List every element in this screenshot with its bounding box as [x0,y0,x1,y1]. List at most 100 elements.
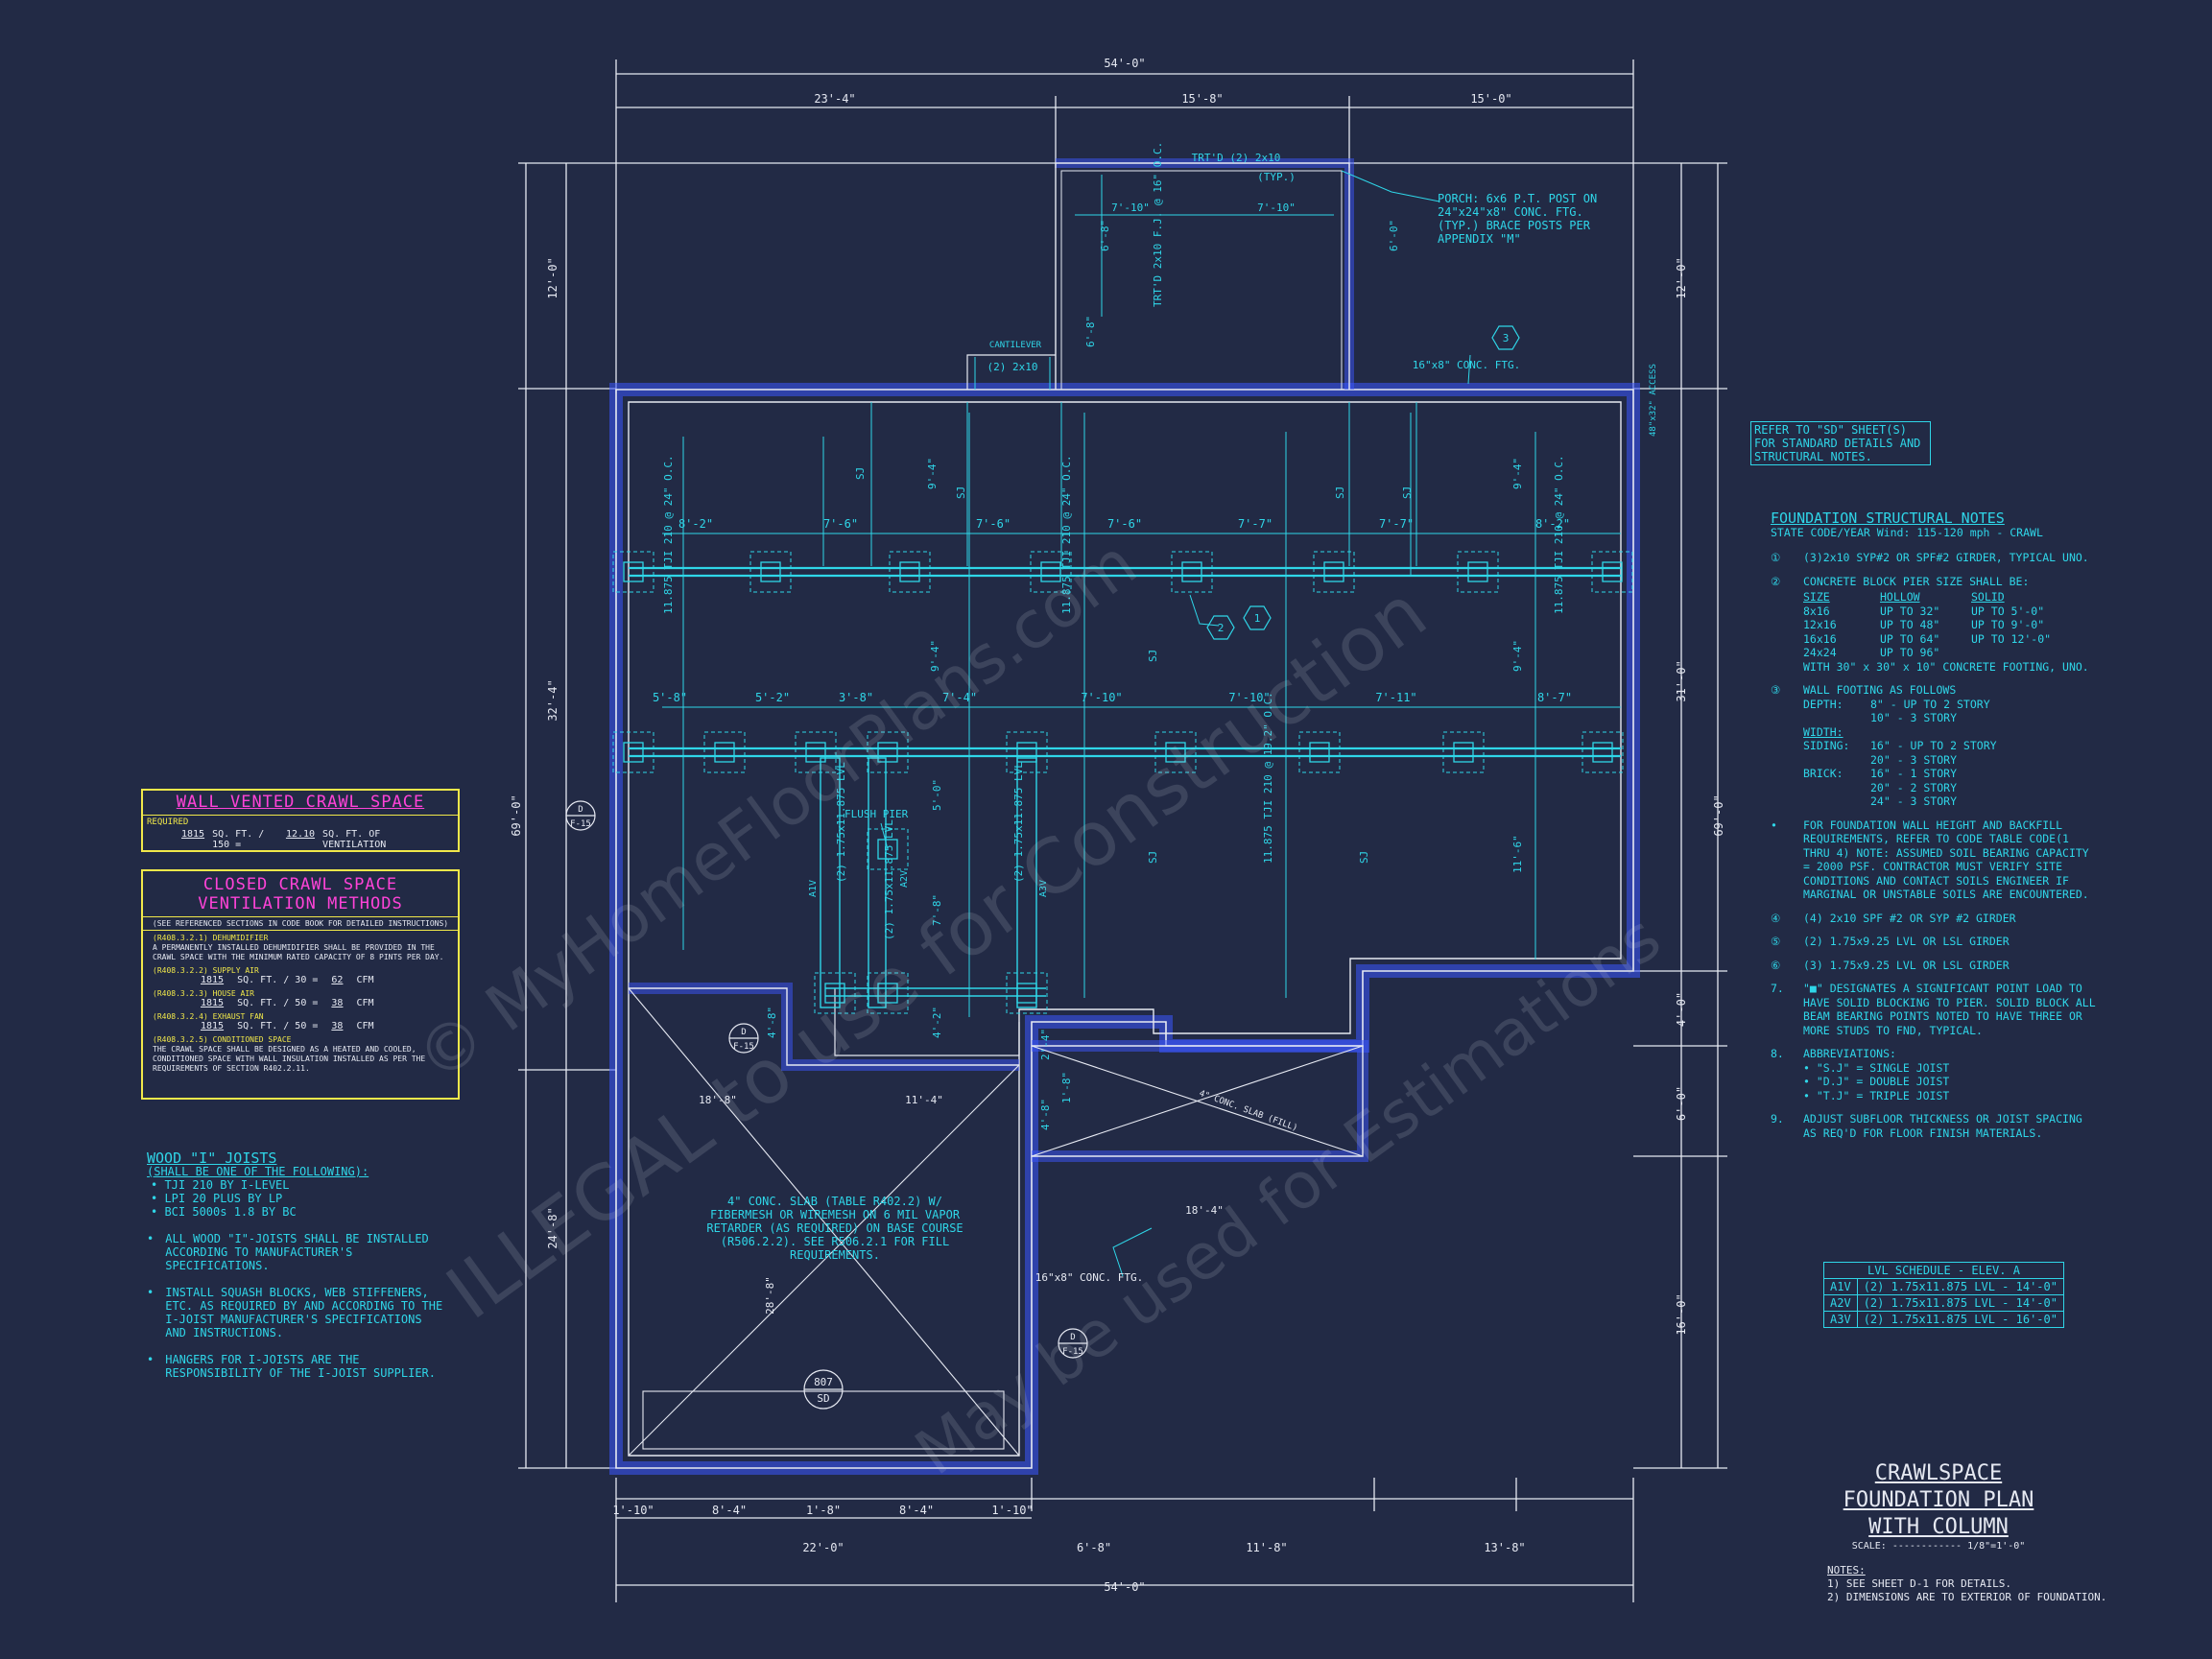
structural-notes-sub: STATE CODE/YEAR Wind: 115-120 mph - CRAW… [1771,525,2043,539]
detail-callouts [565,800,1088,1410]
pier-footing [1442,731,1485,773]
house-calc: SQ. FT. / 50 = [237,998,319,1008]
pier [1016,983,1037,1004]
title-line-3: WITH COLUMN [1868,1515,2009,1539]
porch-dim-4: 6'-8" [1084,316,1097,347]
span-label-3: 9'-4" [1511,458,1524,489]
exhaust-area: 1815 [201,1021,225,1031]
title-line-2: FOUNDATION PLAN [1843,1488,2034,1512]
lvl-schedule-title: LVL SCHEDULE - ELEV. A [1823,1262,2064,1279]
sj-label-3: SJ [1334,486,1346,499]
brick-label: BRICK: [1803,767,1843,780]
pier-footing [814,972,856,1014]
slab-note: 4" CONC. SLAB (TABLE R402.2) W/ FIBERMES… [706,1195,963,1262]
lvl-row: A3V(2) 1.75x11.875 LVL - 16'-0" [1823,1311,2064,1328]
sj-label-2: SJ [955,486,967,499]
title-scale: SCALE: ------------ 1/8"=1'-0" [1851,1541,2026,1552]
callout-1-sheet: F-15 [570,819,591,829]
lvl-row: A1V(2) 1.75x11.875 LVL - 14'-0" [1823,1278,2064,1295]
supply-value: 62 [331,975,344,985]
lvl-tag-a3v: A3V [1038,880,1049,897]
pier [623,742,644,763]
pier [1453,742,1474,763]
pier-footing [1030,551,1072,593]
dim-top-2: 15'-8" [1181,92,1223,106]
wall-vented-value: 12.10 [285,829,316,840]
sj-label-7: SJ [1358,851,1370,864]
pier-col-solid: SOLID [1971,590,2005,604]
span-label-5: 11'-6" [1511,835,1524,873]
depth-2: 10" - 3 STORY [1870,711,1958,724]
dim-mid-6: 1'-8" [1060,1072,1073,1103]
joist-label-4: 11.875 TJI 210 @ 19.2" O.C. [1262,692,1274,864]
note-tags [1206,325,1520,640]
joist-label-1: 11.875 TJI 210 @ 24" O.C. [662,455,675,614]
pier-footing [1154,731,1197,773]
bottom-notes: NOTES: 1) SEE SHEET D-1 FOR DETAILS. 2) … [1827,1564,2106,1604]
callout-2-sheet: F-15 [733,1042,754,1052]
dim-bottom-inner-4: 8'-4" [899,1504,934,1517]
abbr-1: • "S.J" = SINGLE JOIST [1803,1060,1950,1075]
dim-top-total: 54'-0" [1104,57,1145,70]
note-4: ④(4) 2x10 SPF #2 OR SYP #2 GIRDER [1771,911,2016,925]
wall-vented-calc-row: 1815 SQ. FT. / 150 = 12.10 SQ. FT. OF VE… [143,829,458,850]
depth-label: DEPTH: [1803,697,1843,711]
note-9: 9.ADJUST SUBFLOOR THICKNESS OR JOIST SPA… [1771,1112,2082,1140]
supply-code: (R408.3.2.2) SUPPLY AIR [153,966,259,975]
span-dim-row-2: 7'-11" [1375,691,1416,704]
abbr-3: • "T.J" = TRIPLE JOIST [1803,1088,1950,1102]
callout-1-letter: D [578,805,583,815]
dim-mid-3: 4'-2" [931,1007,943,1038]
cond-text: THE CRAWL SPACE SHALL BE DESIGNED AS A H… [153,1045,426,1073]
exhaust-calc: SQ. FT. / 50 = [237,1021,319,1031]
access-label: 48"x32" ACCESS [1649,364,1658,437]
pier-footing [703,731,746,773]
dim-mid-7: 4'-8" [1039,1099,1052,1130]
dim-right-4: 6'-0" [1675,1086,1688,1121]
porch-joist-label: TRT'D 2x10 F.J. @ 16" O.C. [1152,142,1164,307]
span-label-1: 9'-4" [926,458,939,489]
pier-footing [1298,731,1341,773]
wall-vented-title: WALL VENTED CRAWL SPACE [176,793,425,812]
dimension-lines [518,59,1727,1602]
structural-notes: FOUNDATION STRUCTURAL NOTES STATE CODE/Y… [1771,511,2097,1149]
pier [1016,742,1037,763]
wood-joists-bullet-1: •ALL WOOD "I"-JOISTS SHALL BE INSTALLED … [147,1232,429,1272]
refer-box: REFER TO "SD" SHEET(S) FOR STANDARD DETA… [1750,421,1931,465]
note-6: ⑥(3) 1.75x9.25 LVL OR LSL GIRDER [1771,958,2010,972]
siding-1: 16" - UP TO 2 STORY [1870,739,1997,752]
dim-bottom-inner-1: 1'-10" [612,1504,654,1517]
bottom-note-1: 1) SEE SHEET D-1 FOR DETAILS. [1827,1577,2012,1590]
dim-right-2: 31'-0" [1675,660,1688,701]
span-dim-row-1: 7'-6" [1107,517,1142,531]
dim-top-3: 15'-0" [1470,92,1511,106]
dim-right-3: 4'-0" [1675,992,1688,1027]
pier-col-hollow: HOLLOW [1880,590,1920,604]
pier [1592,742,1613,763]
span-dim-row-2: 3'-8" [839,691,873,704]
note-7: 7."■" DESIGNATES A SIGNIFICANT POINT LOA… [1771,982,2096,1037]
foundation-walls [609,158,1640,1475]
dim-right-1: 12'-0" [1675,257,1688,298]
closed-crawl-title-1: CLOSED CRAWL SPACE [202,875,398,894]
width-label: WIDTH: [1803,724,1843,739]
dim-left-3: 24'-8" [546,1207,559,1248]
conc-ftg-bottom: 16"x8" CONC. FTG. [1035,1271,1144,1284]
span-dim-row-1: 8'-2" [1535,517,1570,531]
span-dim-row-2: 5'-2" [755,691,790,704]
sj-label-5: SJ [1147,650,1159,662]
pier [805,742,826,763]
sj-label-6: SJ [1147,851,1159,864]
callout-2-letter: D [741,1028,746,1037]
wall-vented-panel: WALL VENTED CRAWL SPACE REQUIRED 1815 SQ… [141,789,460,852]
pier-footing: WITH 30" x 30" x 10" CONCRETE FOOTING, U… [1803,659,2089,674]
garage-dim-3: 18'-4" [1185,1204,1224,1217]
sd-tag-number: 807 [814,1376,833,1388]
lvl-tag-a1v: A1V [808,880,819,897]
pier-footing [749,551,792,593]
